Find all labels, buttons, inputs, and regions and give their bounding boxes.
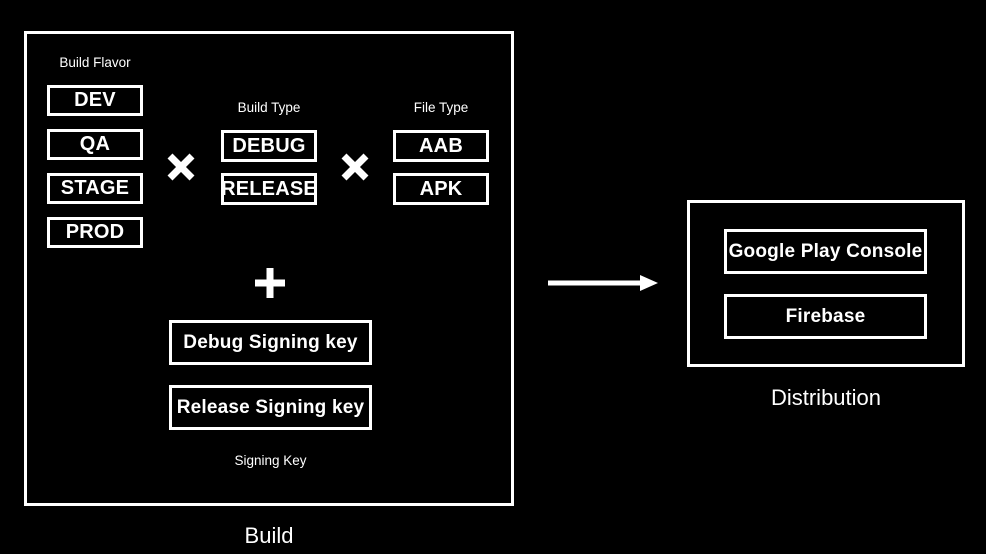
chip-release-signing-key[interactable]: Release Signing key xyxy=(169,385,372,430)
build-group-title: Build xyxy=(244,523,294,548)
chip-build-flavor-dev[interactable]: DEV xyxy=(47,85,143,116)
chip-build-flavor-qa[interactable]: QA xyxy=(47,129,143,160)
distribution-group-title: Distribution xyxy=(770,385,882,410)
build-type-caption: Build Type xyxy=(237,100,301,115)
arrow-right-icon xyxy=(548,272,660,294)
signing-key-caption: Signing Key xyxy=(234,453,307,468)
file-type-caption: File Type xyxy=(413,100,469,115)
chip-build-flavor-stage[interactable]: STAGE xyxy=(47,173,143,204)
chip-file-type-aab[interactable]: AAB xyxy=(393,130,489,162)
chip-file-type-apk[interactable]: APK xyxy=(393,173,489,205)
chip-build-flavor-prod[interactable]: PROD xyxy=(47,217,143,248)
build-flavor-caption: Build Flavor xyxy=(59,55,131,70)
chip-debug-signing-key[interactable]: Debug Signing key xyxy=(169,320,372,365)
chip-firebase[interactable]: Firebase xyxy=(724,294,927,339)
chip-google-play-console[interactable]: Google Play Console xyxy=(724,229,927,274)
chip-build-type-release[interactable]: RELEASE xyxy=(221,173,317,205)
chip-build-type-debug[interactable]: DEBUG xyxy=(221,130,317,162)
multiply-icon-2 xyxy=(339,151,371,183)
distribution-group-box xyxy=(687,200,965,367)
plus-icon xyxy=(253,266,287,300)
multiply-icon-1 xyxy=(165,151,197,183)
